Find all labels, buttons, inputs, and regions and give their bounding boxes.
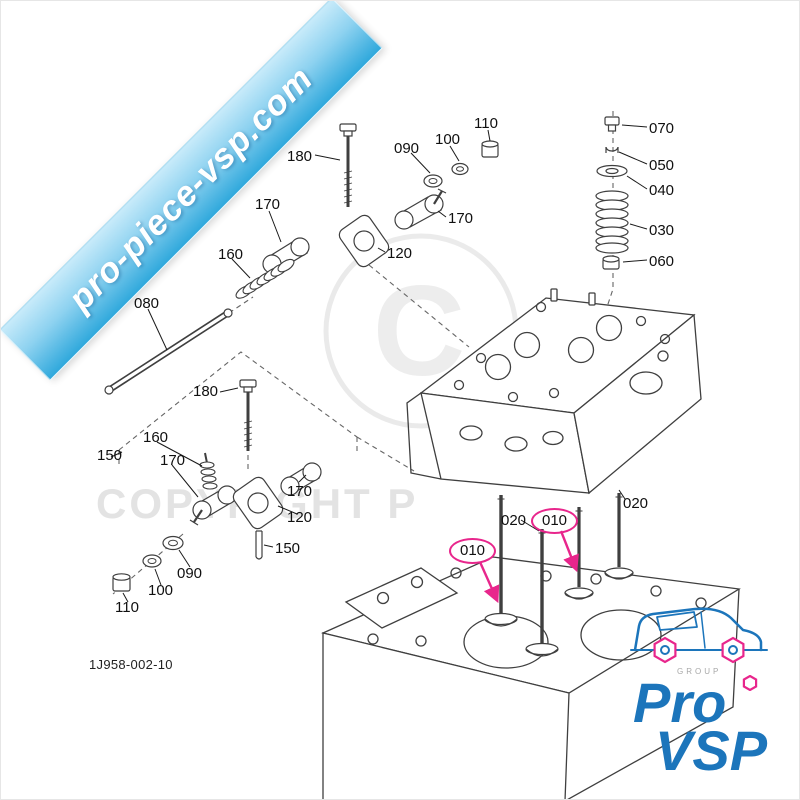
rocker-assembly-upper-drawing bbox=[104, 123, 499, 395]
part-label-170-upper-right: 170 bbox=[448, 210, 474, 227]
valve-spring-stack-drawing bbox=[595, 116, 629, 270]
part-label-010-highlighted-mid: 010 bbox=[531, 508, 579, 534]
part-label-170-lower-left: 170 bbox=[160, 452, 186, 469]
rocker-assembly-lower-drawing bbox=[112, 379, 322, 592]
logo-hexagon-icon bbox=[742, 675, 758, 691]
part-label-170-upper-left: 170 bbox=[255, 196, 281, 213]
part-label-150-pin: 150 bbox=[275, 540, 301, 557]
arrow-to-valve-1 bbox=[478, 561, 500, 604]
car-sketch-icon bbox=[630, 607, 768, 664]
part-label-150-lower-left: 150 bbox=[97, 447, 123, 464]
part-label-120-lower: 120 bbox=[287, 509, 313, 526]
leader-lines bbox=[110, 124, 648, 603]
part-label-110-lower: 110 bbox=[115, 599, 139, 616]
logo-group-text: GROUP bbox=[677, 667, 722, 676]
valve-3 bbox=[564, 507, 594, 600]
part-label-090-upper: 090 bbox=[394, 140, 420, 157]
part-label-050: 050 bbox=[649, 157, 675, 174]
part-label-010-highlighted-left: 010 bbox=[449, 538, 497, 564]
valve-1 bbox=[484, 495, 518, 627]
valves-drawing bbox=[484, 493, 634, 657]
part-label-100-lower: 100 bbox=[148, 582, 174, 599]
cylinder-block-drawing bbox=[321, 556, 741, 799]
part-label-110-upper: 110 bbox=[474, 115, 498, 132]
highlight-arrows bbox=[478, 530, 579, 604]
part-label-100-upper: 100 bbox=[435, 131, 461, 148]
part-label-090-lower: 090 bbox=[177, 565, 203, 582]
part-label-080: 080 bbox=[134, 295, 160, 312]
cylinder-head-drawing bbox=[406, 288, 702, 495]
figure-code: 1J958-002-10 bbox=[89, 657, 173, 672]
part-label-020-right: 020 bbox=[623, 495, 649, 512]
arrow-to-valve-3 bbox=[559, 530, 579, 573]
part-label-120-upper: 120 bbox=[387, 245, 413, 262]
part-label-180-lower: 180 bbox=[193, 383, 219, 400]
part-label-160-lower: 160 bbox=[143, 429, 169, 446]
logo-word-pro: Pro bbox=[633, 671, 727, 734]
part-label-040: 040 bbox=[649, 182, 675, 199]
part-label-030: 030 bbox=[649, 222, 675, 239]
part-label-180-upper: 180 bbox=[287, 148, 313, 165]
logo-word-vsp: VSP bbox=[655, 719, 768, 782]
part-label-160-upper: 160 bbox=[218, 246, 244, 263]
valve-2 bbox=[525, 529, 559, 657]
part-label-070: 070 bbox=[649, 120, 675, 137]
part-label-060: 060 bbox=[649, 253, 675, 270]
car-wheel-icon bbox=[653, 636, 745, 664]
valve-4 bbox=[604, 493, 634, 580]
part-label-020-left: 020 bbox=[501, 512, 527, 529]
part-label-170-lower-right: 170 bbox=[287, 483, 313, 500]
